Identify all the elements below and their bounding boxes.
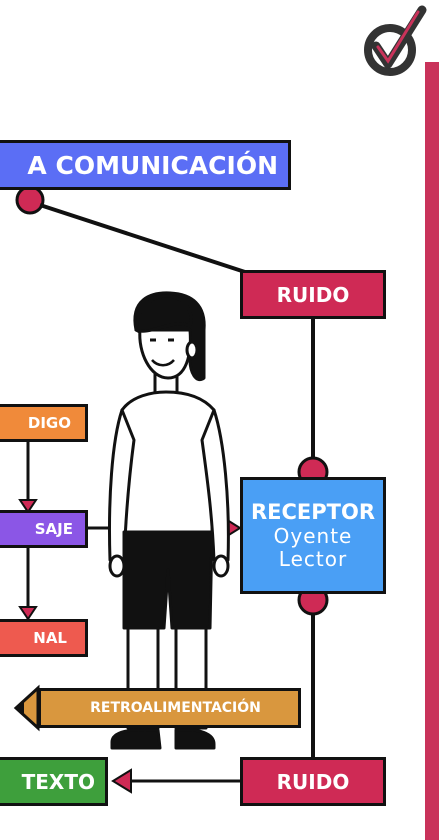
person-illustration: [108, 291, 230, 750]
receptor-line-2: Lector: [278, 546, 348, 571]
mensaje-node: SAJE: [0, 510, 88, 548]
receptor-node: RECEPTOR Oyente Lector: [240, 477, 386, 594]
codigo-mensaje-arrow: [18, 499, 38, 514]
receptor-title: RECEPTOR: [250, 500, 375, 525]
check-badge-icon: [364, 5, 427, 76]
retroalimentacion-node: RETROALIMENTACIÓN: [38, 688, 301, 728]
retro-pencil-lead: [16, 701, 24, 715]
receptor-line-1: Oyente: [273, 523, 353, 548]
codigo-node: DIGO: [0, 404, 88, 442]
diagram-title: A COMUNICACIÓN: [0, 140, 291, 190]
accent-bar: [425, 62, 439, 840]
title-ruido-line: [39, 203, 246, 274]
contexto-node: TEXTO: [0, 757, 108, 806]
ruido-bottom-node: RUIDO: [240, 757, 386, 806]
ruido-contexto-arrow: [111, 768, 132, 794]
mensaje-canal-arrow: [18, 606, 38, 621]
ruido-top-node: RUIDO: [240, 270, 386, 319]
title-knob: [15, 185, 45, 215]
canal-node: NAL: [0, 619, 88, 657]
